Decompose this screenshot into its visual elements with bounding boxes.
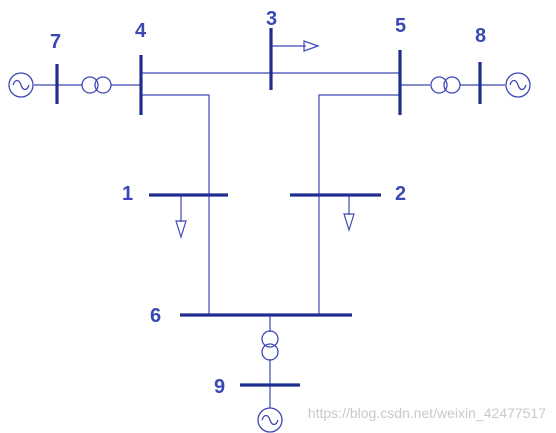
- bus-label-1: 1: [122, 183, 133, 205]
- transformer-icon: [430, 76, 461, 94]
- bus-labels: 3 4 5 7 8 1 2 6 9: [50, 8, 486, 398]
- bus-label-6: 6: [150, 305, 161, 327]
- load-arrow-icon: [271, 40, 320, 52]
- bus-bars: [55, 28, 482, 387]
- line-5-2: [318, 94, 400, 195]
- generator-icon: [257, 407, 283, 433]
- generators: [8, 72, 531, 433]
- bus-label-4: 4: [135, 20, 147, 42]
- transformer-icon: [81, 76, 112, 94]
- transmission-lines: [34, 72, 505, 408]
- watermark-text: https://blog.csdn.net/weixin_42477517: [308, 405, 546, 421]
- bus-label-5: 5: [395, 15, 406, 37]
- loads: [175, 40, 355, 240]
- load-arrow-icon: [175, 195, 187, 240]
- transformers: [81, 76, 461, 361]
- bus-label-2: 2: [395, 183, 406, 205]
- line-4-1: [141, 94, 210, 195]
- generator-icon: [505, 72, 531, 98]
- bus-label-7: 7: [50, 31, 61, 53]
- load-arrow-icon: [343, 195, 355, 233]
- generator-icon: [8, 72, 34, 98]
- bus-label-9: 9: [214, 376, 225, 398]
- bus-label-3: 3: [266, 8, 277, 30]
- transformer-icon: [261, 330, 279, 361]
- bus-label-8: 8: [475, 25, 486, 47]
